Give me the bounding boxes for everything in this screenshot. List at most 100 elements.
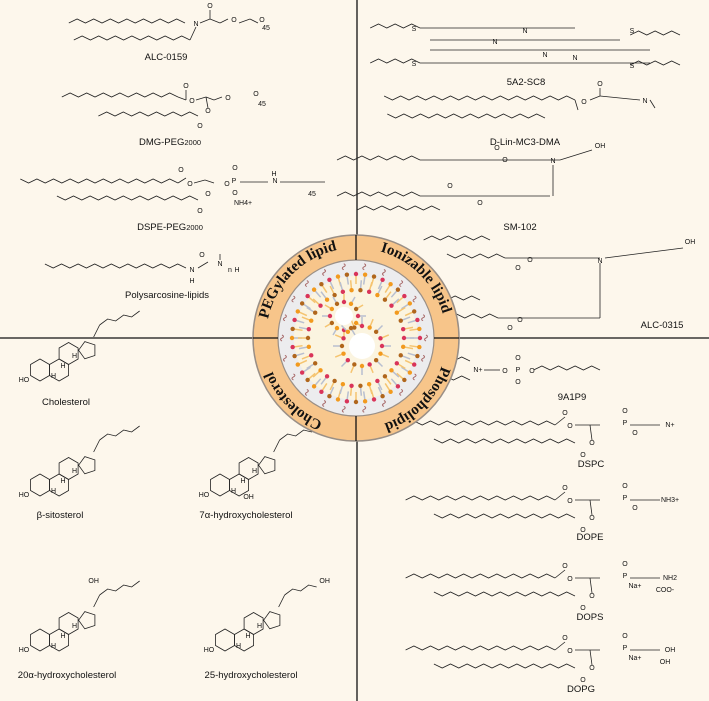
atom-label: H — [72, 353, 77, 360]
molecule-label-d-lin-mc3-dma: D-Lin-MC3-DMA — [489, 137, 561, 148]
lipid-head — [378, 351, 383, 356]
atom-label: O — [224, 181, 230, 188]
lipid-head — [395, 384, 401, 389]
carbon-chain — [433, 591, 576, 597]
carbon-chain — [387, 113, 546, 119]
carbon-chain — [405, 573, 556, 579]
atom-label: O — [580, 452, 586, 459]
lipid-head — [305, 335, 311, 341]
lipid-head — [359, 323, 365, 329]
atom-label: HO — [19, 377, 30, 384]
atom-label: O — [183, 83, 189, 90]
atom-label: P — [232, 178, 237, 185]
carbon-chain — [405, 645, 556, 651]
lipid-head — [318, 303, 323, 308]
peg-chain — [341, 263, 346, 271]
atom-label: HO — [199, 492, 210, 499]
atom-label: H — [61, 633, 66, 640]
atom-label: P — [516, 367, 521, 374]
lipid-head — [382, 374, 388, 379]
molecule-label-5a2-sc8: 5A2-SC8 — [506, 77, 546, 88]
carbon-chain — [433, 513, 576, 519]
lipid-head — [355, 313, 361, 319]
peg-chain — [282, 314, 287, 322]
peg-chain — [421, 354, 426, 362]
lipid-head — [371, 397, 377, 402]
atom-label: N — [217, 261, 222, 268]
atom-label: OH — [243, 494, 254, 501]
molecule-label-dmg-peg2000: DMG-PEG2000 — [138, 137, 202, 148]
lipid-head — [295, 309, 300, 314]
lipid-head — [348, 301, 354, 307]
lipid-head — [415, 317, 420, 323]
lipid-head — [366, 381, 372, 387]
atom-label: H — [61, 478, 66, 485]
atom-label: H — [252, 468, 257, 475]
lipid-head — [335, 397, 341, 402]
peg-chain — [412, 295, 417, 303]
lipid-head — [395, 287, 401, 292]
atom-label: O — [567, 498, 573, 505]
atom-label: O — [197, 123, 203, 130]
peg-chain — [421, 314, 426, 322]
lipid-head — [389, 303, 394, 308]
molecule-label-7a-hydroxycholesterol: 7α-hydroxycholesterol — [199, 510, 293, 521]
atom-label: O — [502, 157, 508, 164]
lipid-head — [349, 383, 354, 388]
lipid-head — [327, 277, 332, 282]
atom-label: N — [492, 39, 497, 46]
lipid-head — [319, 389, 324, 395]
atom-label: O — [178, 167, 184, 174]
atom-label: NH4+ — [234, 200, 252, 207]
peg-chain — [280, 334, 284, 342]
peg-chain — [341, 405, 346, 413]
carbon-chain — [68, 18, 186, 24]
lipid-head — [327, 394, 332, 399]
lipid-head — [367, 362, 372, 367]
atom-label: H — [234, 267, 239, 274]
lipid-head — [358, 288, 363, 293]
carbon-chain — [61, 92, 179, 98]
peg-chain — [362, 405, 367, 413]
lipid-head — [380, 394, 385, 399]
atom-label: OH — [595, 143, 606, 150]
lipid-head — [362, 399, 368, 404]
carbon-chain — [44, 263, 187, 269]
lipid-head — [359, 363, 365, 369]
atom-label: H — [61, 363, 66, 370]
atom-label: P — [623, 495, 628, 502]
atom-label: H — [51, 488, 56, 495]
lipid-head — [388, 389, 393, 395]
atom-label: P — [623, 645, 628, 652]
lipid-head — [379, 343, 385, 349]
atom-label: O — [199, 252, 205, 259]
peg-chain — [399, 280, 404, 288]
lipid-head — [318, 368, 323, 373]
lipid-head — [289, 335, 295, 341]
lipid-head — [417, 335, 423, 341]
lipid-head — [327, 313, 333, 319]
atom-label: O — [189, 98, 195, 105]
lipid-head — [309, 318, 314, 323]
lipid-head — [334, 325, 340, 331]
lipid-head — [340, 289, 346, 295]
atom-label: N — [522, 28, 527, 35]
atom-label: O — [581, 99, 587, 106]
lipid-head — [398, 353, 403, 358]
atom-label: O — [597, 81, 603, 88]
lipid-head — [324, 297, 330, 302]
lipid-head — [344, 399, 350, 404]
lipid-head — [400, 326, 406, 332]
atom-label: O — [232, 190, 238, 197]
atom-label: H — [189, 278, 194, 285]
lipid-head — [324, 374, 330, 379]
lipid-head — [306, 344, 312, 350]
carbon-chain — [630, 60, 681, 66]
lipid-head — [358, 383, 363, 388]
atom-label: O — [589, 665, 595, 672]
molecule-label-dops: DOPS — [576, 612, 604, 623]
atom-label: N — [542, 52, 547, 59]
